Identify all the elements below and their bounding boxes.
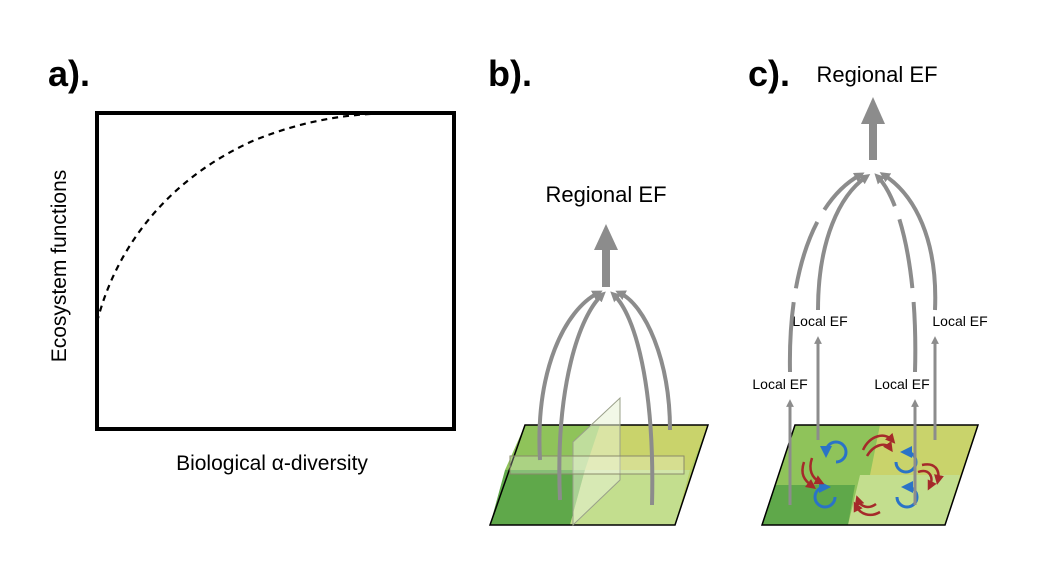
panel-b: b). Regional EF (488, 53, 710, 527)
panel-c-regional-arrows (787, 97, 938, 373)
x-axis-label: Biological α-diversity (176, 452, 368, 475)
red-exchange-arrow (853, 501, 881, 517)
panel-c-arrow-1 (787, 172, 865, 373)
red-exchange-arrow (861, 432, 896, 451)
panel-b-landscape (488, 396, 710, 527)
panel-b-regional-ef-label: Regional EF (545, 182, 666, 207)
panel-c-regional-ef-label: Regional EF (816, 62, 937, 87)
local-ef-label-1: Local EF (792, 313, 847, 329)
red-exchange-arrow (801, 461, 816, 490)
panel-c: c). Regional EF (748, 53, 988, 526)
panel-b-arrow-3 (610, 291, 655, 506)
panel-b-arrow-4 (615, 290, 672, 431)
panel-c-arrow-2 (816, 174, 871, 311)
saturating-curve (95, 111, 401, 323)
y-axis-label: Ecosystem functions (48, 170, 71, 363)
panel-c-arrow-4 (879, 172, 938, 311)
panel-b-regional-arrow-head (594, 224, 618, 250)
panel-c-arrow-3 (874, 173, 918, 373)
panel-b-arrows (537, 224, 672, 506)
panel-b-label: b). (488, 53, 532, 94)
red-exchange-arrow (921, 463, 944, 485)
blue-loop-icon (820, 440, 848, 464)
red-exchange-arrow (854, 495, 877, 509)
panel-c-regional-arrow-head (861, 97, 885, 124)
local-ef-label-4: Local EF (874, 376, 929, 392)
local-ef-label-2: Local EF (932, 313, 987, 329)
local-ef-label-3: Local EF (752, 376, 807, 392)
panel-a: a). Ecosystem functions Biological α-div… (48, 53, 456, 475)
red-exchange-arrow (809, 457, 825, 485)
blue-loop-icon (894, 446, 918, 474)
panel-c-label: c). (748, 53, 790, 94)
blue-loop-icon (813, 481, 837, 509)
plot-frame (95, 111, 456, 431)
panel-b-arrow-1 (537, 290, 603, 461)
panel-a-label: a). (48, 53, 90, 94)
panel-c-local-arrows (786, 336, 939, 505)
panel-b-arrow-2 (557, 291, 606, 501)
red-exchange-arrow (865, 441, 893, 457)
panel-c-local-interactions (801, 432, 944, 517)
red-exchange-arrow (917, 469, 937, 491)
